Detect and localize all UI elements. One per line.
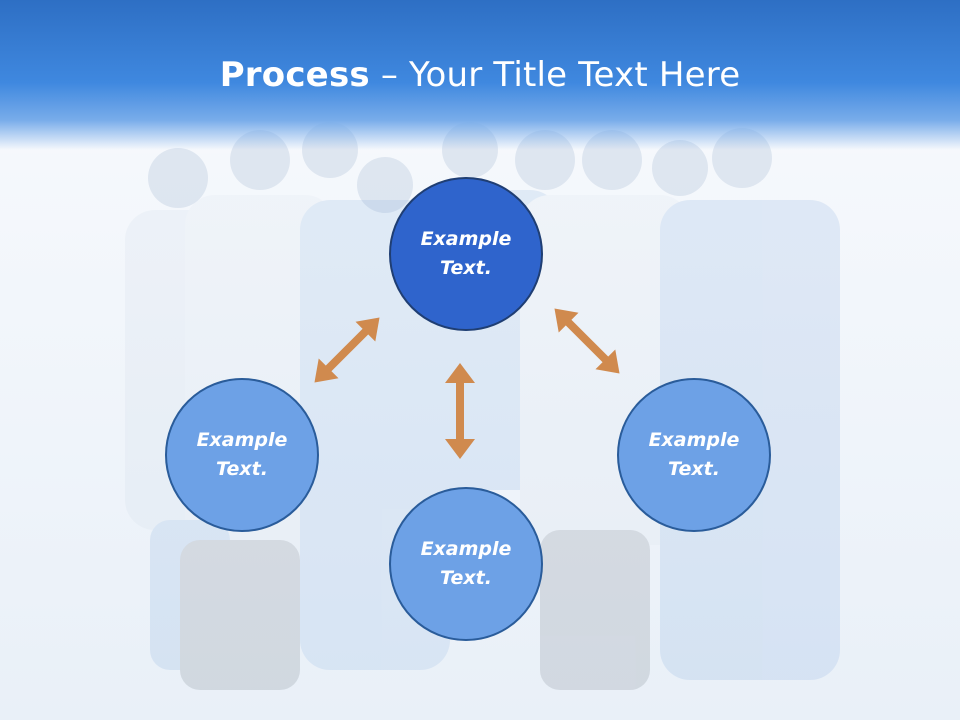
node-bottom-text: Example Text.: [420, 538, 512, 589]
process-node-top: Example Text.: [389, 177, 543, 331]
arrow-top-right: [554, 308, 620, 374]
node-right-text: Example Text.: [648, 429, 740, 480]
node-left-text: Example Text.: [196, 429, 288, 480]
title-banner: [0, 0, 960, 150]
process-node-bottom: Example Text.: [389, 487, 543, 641]
title-rest: – Your Title Text Here: [369, 55, 741, 95]
title-bold: Process: [219, 55, 370, 95]
process-node-right: Example Text.: [617, 378, 771, 532]
slide-title: Process – Your Title Text Here: [0, 52, 960, 98]
arrow-vertical: [445, 363, 475, 459]
node-top-text: Example Text.: [420, 228, 512, 279]
arrow-top-left: [314, 317, 380, 383]
process-node-left: Example Text.: [165, 378, 319, 532]
